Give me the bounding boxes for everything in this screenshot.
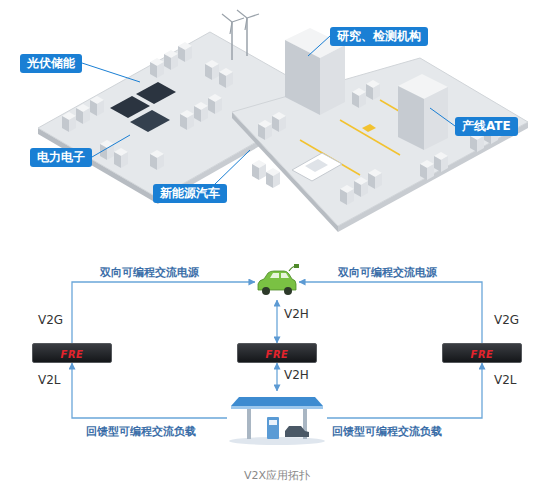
vehicle (292, 153, 342, 181)
leader-line (430, 108, 455, 126)
solar-panel (136, 82, 176, 104)
node-text: 新能源汽车 (160, 186, 220, 200)
cabinet (208, 94, 222, 114)
cabinet (272, 112, 286, 132)
cabinet (258, 120, 272, 140)
callout-box: 研究、检测机构 (330, 27, 428, 46)
caption-text: V2X应用拓扑 (244, 468, 310, 483)
charge-plug (294, 264, 299, 268)
cabinet (420, 160, 434, 180)
charger-pump (267, 417, 279, 439)
floor-marking (340, 120, 400, 155)
node-text: FRE (471, 349, 494, 360)
port-label: 双向可编程交流电源 (100, 265, 199, 280)
station-drawing (227, 391, 327, 445)
leader-line (308, 36, 330, 56)
port-label: 双向可编程交流电源 (338, 265, 437, 280)
car-drawing (255, 264, 299, 300)
callout-box: 产线ATE (455, 117, 518, 136)
charger-screen (269, 420, 277, 425)
parked-car (285, 426, 309, 437)
callout-box: 光伏储能 (20, 54, 82, 73)
car-body (258, 271, 296, 290)
cabinet (76, 104, 90, 124)
charging-station (227, 391, 327, 445)
cabinet (62, 112, 76, 132)
car-wheel (262, 287, 270, 295)
cabinet (366, 80, 380, 100)
port-label: 回馈型可编程交流负载 (332, 424, 442, 439)
cabinet (219, 68, 233, 88)
edge-label: V2H (284, 307, 309, 321)
cabinet (150, 58, 164, 78)
connector-arrow (72, 363, 227, 418)
connector-arrow (72, 282, 255, 343)
node-text: 电力电子 (37, 150, 85, 164)
connector-arrow (299, 282, 482, 343)
canopy (231, 397, 323, 406)
edge-label: V2L (38, 373, 61, 387)
building (285, 40, 320, 115)
edge-label: V2G (38, 313, 63, 327)
building (320, 45, 345, 115)
cabinet (368, 169, 382, 189)
node-text: 产线ATE (462, 119, 511, 133)
power-device: FRE (237, 343, 317, 363)
edge-label: V2H (284, 368, 309, 382)
callout-box: 新能源汽车 (153, 184, 227, 203)
turbine-blades (222, 14, 244, 34)
cabinet (352, 88, 366, 108)
cabinet (205, 60, 219, 80)
vehicle-roof (305, 159, 328, 172)
connector-arrow (327, 363, 482, 418)
pillar (247, 409, 251, 439)
node-text: 光伏储能 (27, 56, 75, 70)
car-wheel (284, 287, 292, 295)
port-label: 回馈型可编程交流负载 (86, 424, 196, 439)
edge-label: V2L (494, 373, 517, 387)
cabinet (150, 150, 164, 170)
cabinet (90, 96, 104, 116)
forklift (362, 124, 376, 132)
leader-line (82, 63, 140, 82)
canopy-edge (231, 406, 323, 409)
cabinet (354, 177, 368, 197)
leader-line (215, 150, 250, 184)
cabinet (114, 148, 128, 168)
turbine-blades (237, 10, 259, 30)
solar-panel (130, 110, 170, 132)
node-text: FRE (61, 349, 84, 360)
cabinet (178, 42, 192, 62)
floor-plate (232, 58, 528, 226)
connector-arrow (276, 300, 277, 343)
cabinet (164, 50, 178, 70)
building (398, 86, 424, 150)
callout-box: 电力电子 (30, 148, 92, 167)
cabinet (194, 102, 208, 122)
cabinet (252, 160, 266, 180)
power-device: FRE (32, 343, 112, 363)
leader-line (92, 135, 130, 157)
car-window (270, 273, 289, 278)
cabinet (340, 185, 354, 205)
cabinet (434, 152, 448, 172)
power-device: FRE (442, 343, 522, 363)
cabinet (180, 110, 194, 130)
cabinet (266, 168, 280, 188)
connector-arrow (276, 363, 277, 391)
node-text: FRE (266, 349, 289, 360)
node-text: 研究、检测机构 (337, 29, 421, 43)
ev-car-icon (255, 264, 299, 300)
edge-label: V2G (494, 313, 519, 327)
cabinet (100, 140, 114, 160)
